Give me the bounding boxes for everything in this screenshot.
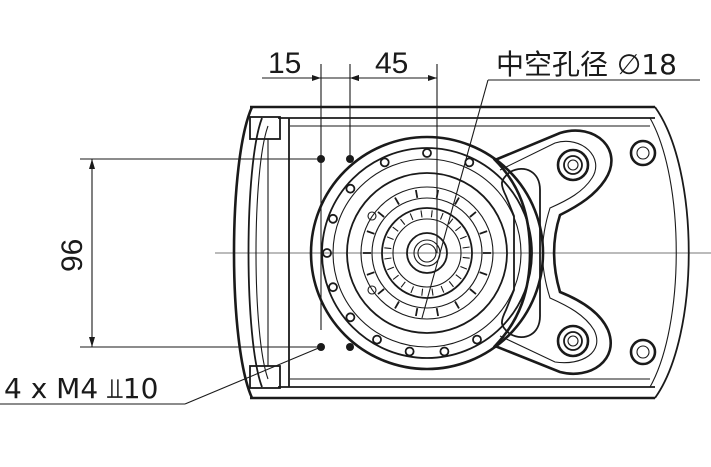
output-arm [492, 129, 613, 375]
inner-tooth [455, 226, 462, 232]
flange-bolt-hole [439, 346, 450, 357]
tapped-holes-callout: 4 x M4 ⫫10 [0, 346, 322, 405]
inner-tooth [387, 266, 395, 271]
inner-tooth [400, 218, 406, 225]
slot-divider [366, 230, 375, 235]
flange-bolt-hole [328, 282, 338, 293]
flange-bolt-hole [322, 248, 332, 258]
inner-tooth [448, 281, 454, 288]
slot-divider [454, 301, 460, 309]
inner-tooth [462, 246, 470, 249]
inner-tooth [448, 218, 454, 225]
inner-tooth [440, 285, 445, 293]
inner-tooth [459, 235, 467, 240]
inner-tooth [400, 281, 406, 288]
slot-divider [435, 307, 439, 317]
flange-bolt-hole [464, 157, 475, 168]
inner-tooth [460, 265, 468, 270]
inner-tooth [392, 274, 399, 280]
inner-tooth [431, 288, 434, 296]
slot-divider [415, 307, 419, 317]
inner-tooth [392, 226, 399, 232]
inner-tooth [409, 213, 414, 221]
inner-tooth [462, 256, 470, 259]
slot-divider [377, 211, 385, 218]
slot-divider [479, 230, 488, 235]
inner-tooth [421, 288, 424, 296]
marker-holes [367, 211, 377, 295]
slot-divider [469, 211, 477, 218]
flange-bolt-hole [345, 183, 356, 194]
dimension-15: 15 [262, 47, 359, 81]
dimension-96: 96 [56, 158, 321, 348]
flange-bolt-hole [328, 213, 338, 224]
flange-bolt-hole [404, 346, 415, 357]
slot-divider [394, 197, 400, 205]
hollow-bore-label: 中空孔径 ∅18 [496, 48, 677, 81]
slot-divider [394, 301, 400, 309]
inner-tooth [430, 210, 433, 218]
dimension-96-label: 96 [56, 239, 89, 272]
flange-bolt-hole [372, 334, 382, 345]
slot-divider [415, 189, 419, 199]
inner-tooth [410, 286, 415, 294]
slot-divider [377, 288, 385, 295]
inner-tooth [455, 274, 462, 280]
inner-tooth [384, 247, 392, 250]
rotary-flange [309, 135, 545, 371]
flange-bolt-hole [379, 157, 390, 168]
inner-slot-pattern [363, 189, 491, 317]
slot-divider [479, 271, 488, 276]
slot-divider [454, 197, 460, 205]
dimension-15-label: 15 [268, 47, 301, 80]
slot-divider [469, 288, 477, 295]
inner-tooth [420, 210, 423, 218]
tapped-hole-4 [346, 343, 354, 351]
dimension-45: 45 [350, 47, 437, 81]
flange-bolt-hole [472, 334, 482, 345]
dimension-45-label: 45 [375, 47, 408, 80]
housing-fasteners [629, 139, 657, 366]
flange-bolt-holes [322, 148, 482, 357]
slot-divider [366, 271, 375, 276]
flange-bolt-hole [422, 148, 432, 158]
flange-bolt-hole [345, 312, 356, 323]
inner-tooth [439, 212, 444, 220]
hollow-bore-callout: 中空孔径 ∅18 [421, 48, 700, 319]
inner-tooth [386, 236, 394, 241]
tapped-holes-label: 4 x M4 ⫫10 [4, 372, 158, 405]
inner-tooth [384, 257, 392, 260]
